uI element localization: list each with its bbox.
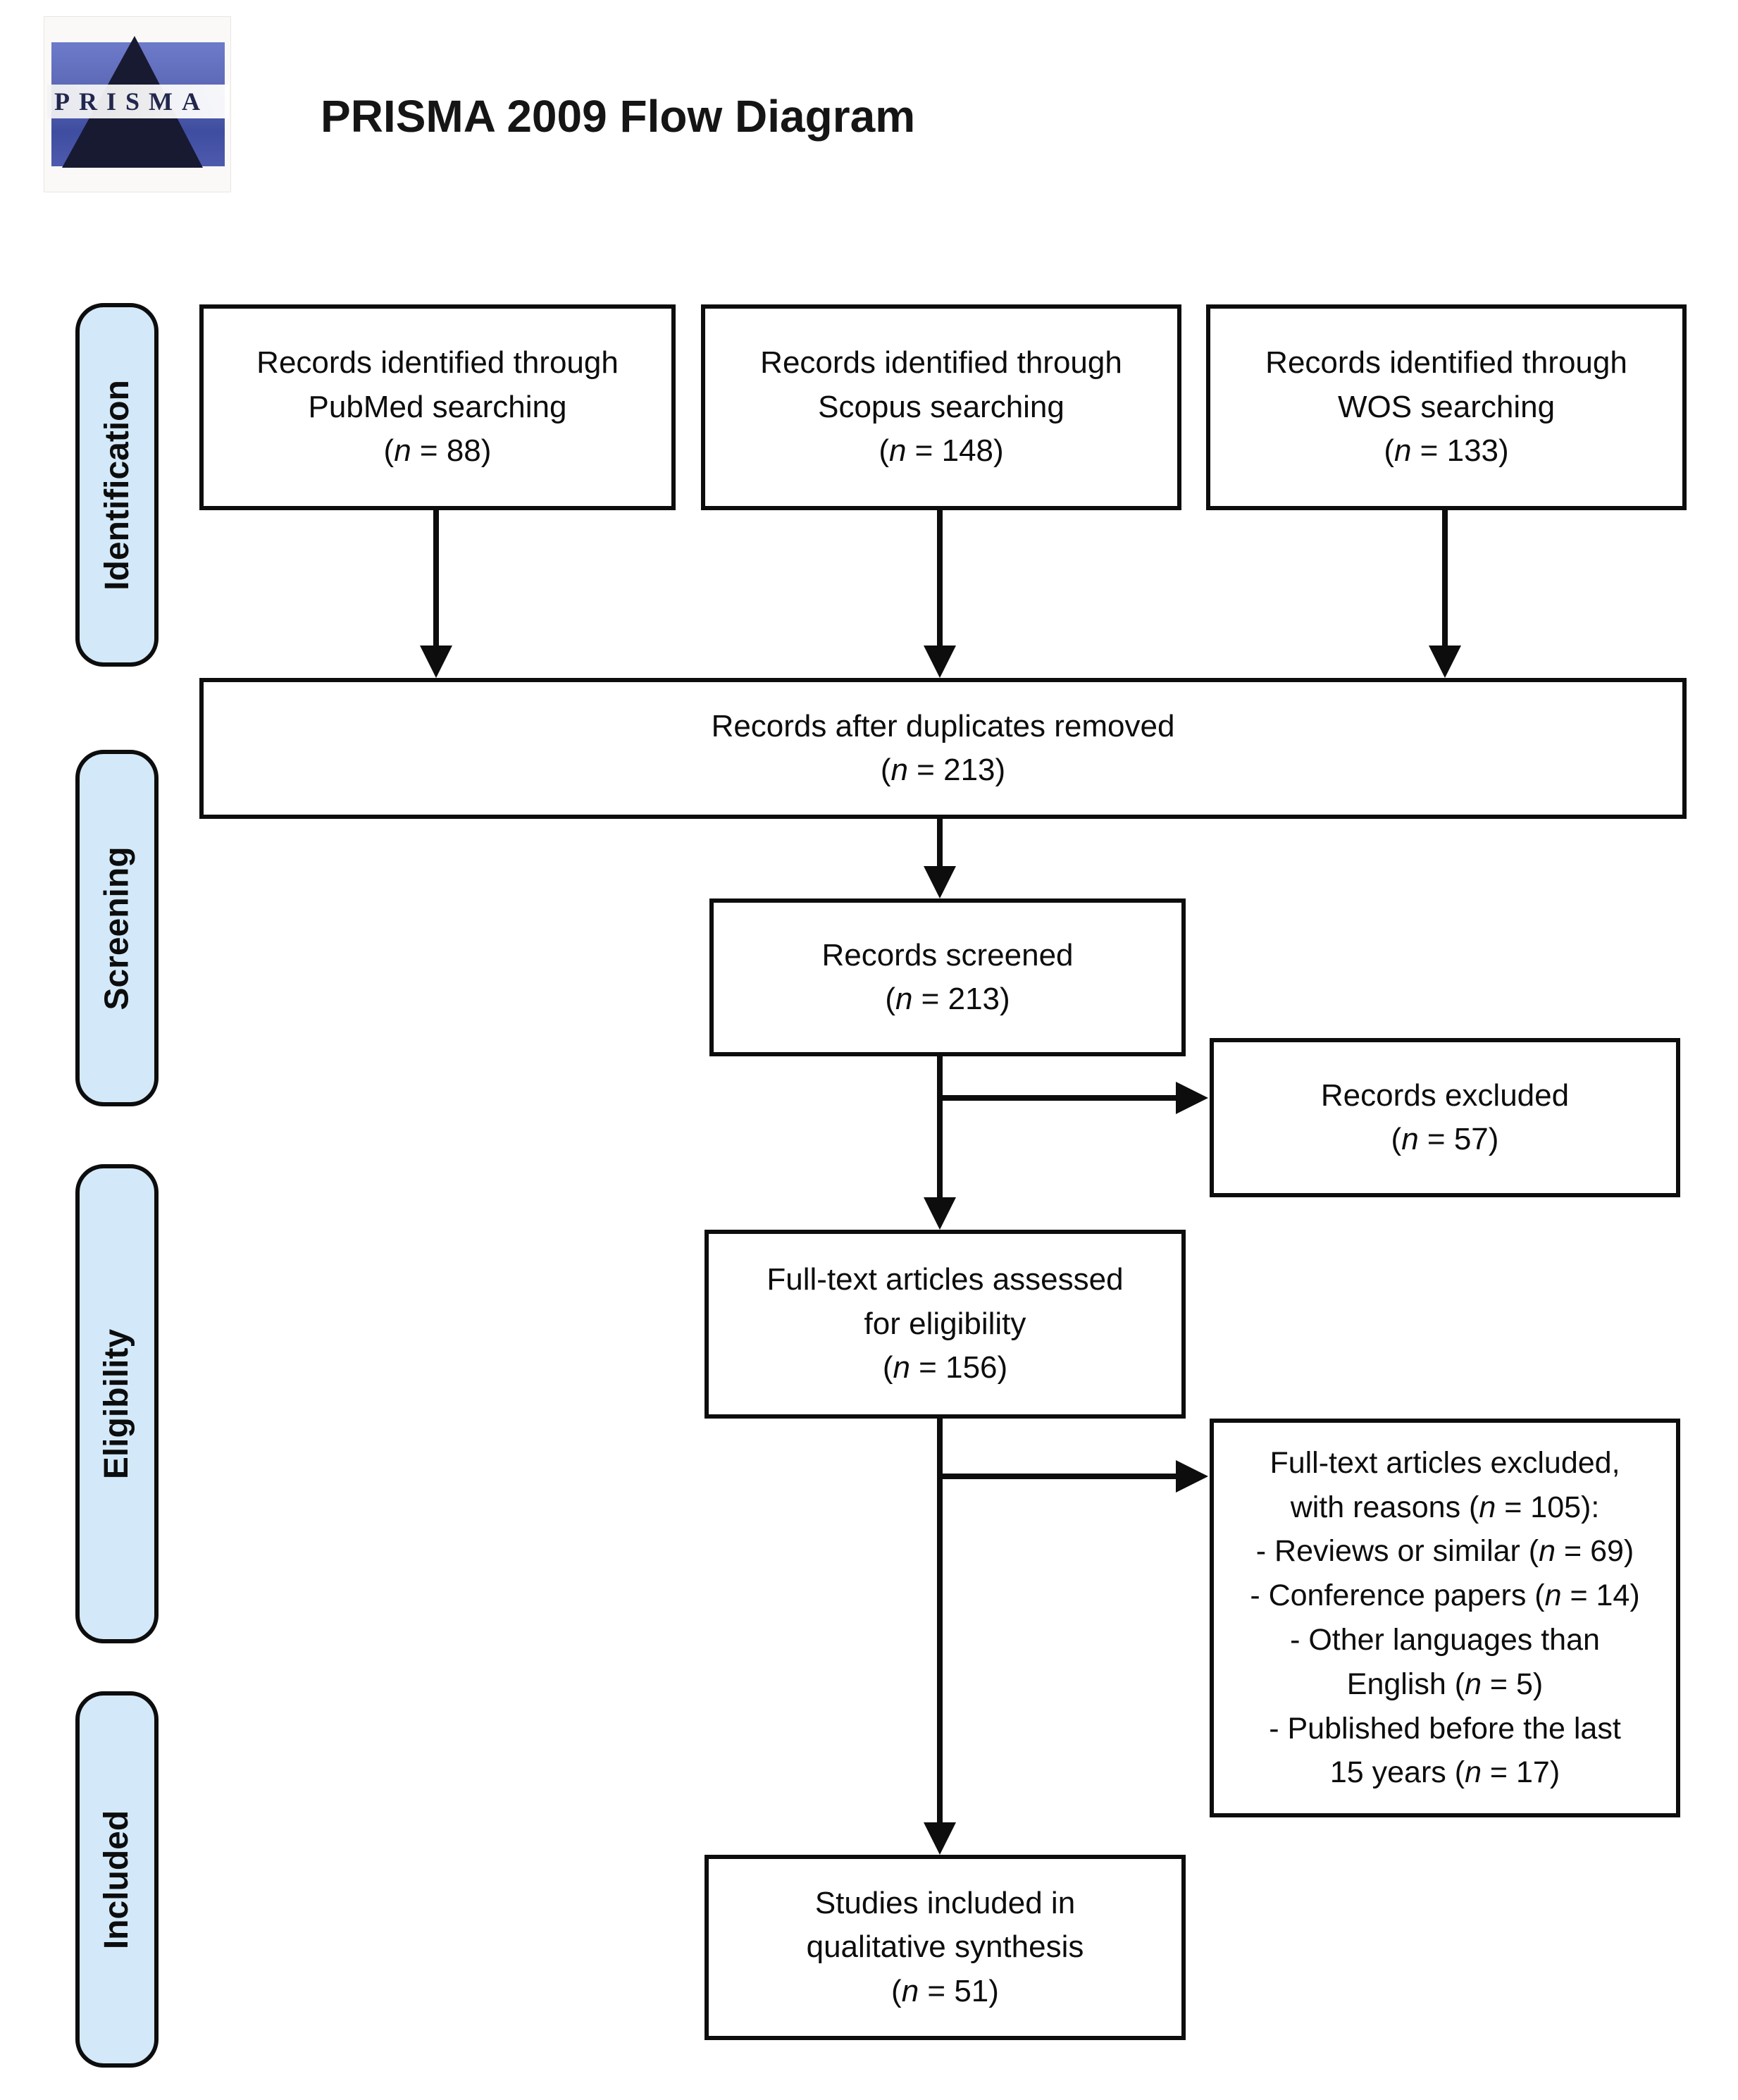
logo-text: PRISMA bbox=[54, 87, 209, 116]
box-records-excluded: Records excluded(n = 57) bbox=[1210, 1038, 1680, 1197]
arrow-fulltext-to-fulltext-excluded-line bbox=[940, 1474, 1179, 1479]
arrow-duplicates-to-screened-head bbox=[924, 866, 956, 898]
stage-eligibility-label: Eligibility bbox=[98, 1328, 136, 1479]
page-title: PRISMA 2009 Flow Diagram bbox=[321, 91, 916, 142]
arrow-fulltext-to-fulltext-excluded-head bbox=[1176, 1460, 1208, 1493]
logo-band: PRISMA bbox=[47, 85, 229, 118]
arrow-pubmed-to-duplicates-line bbox=[433, 510, 439, 648]
arrow-wos-to-duplicates-line bbox=[1442, 510, 1448, 648]
arrow-wos-to-duplicates-head bbox=[1429, 646, 1461, 678]
stage-included-label: Included bbox=[98, 1810, 136, 1949]
arrow-fulltext-to-included-line bbox=[937, 1419, 943, 1825]
arrow-scopus-to-duplicates-line bbox=[937, 510, 943, 648]
stage-screening: Screening bbox=[75, 750, 159, 1106]
prisma-logo: PRISMA bbox=[44, 16, 231, 192]
box-fulltext-excluded: Full-text articles excluded,with reasons… bbox=[1210, 1419, 1680, 1817]
arrow-pubmed-to-duplicates-head bbox=[420, 646, 452, 678]
arrow-fulltext-to-included-head bbox=[924, 1822, 956, 1855]
box-fulltext-excluded-text: Full-text articles excluded,with reasons… bbox=[1250, 1445, 1640, 1790]
stage-identification-label: Identification bbox=[98, 379, 136, 591]
arrow-scopus-to-duplicates-head bbox=[924, 646, 956, 678]
stage-screening-label: Screening bbox=[98, 846, 136, 1011]
arrow-screened-to-fulltext-line bbox=[937, 1056, 943, 1200]
arrow-screened-to-fulltext-head bbox=[924, 1197, 956, 1230]
arrow-screened-to-excluded-head bbox=[1176, 1082, 1208, 1114]
box-records-screened: Records screened(n = 213) bbox=[709, 898, 1186, 1056]
stage-included: Included bbox=[75, 1691, 159, 2068]
box-duplicates-removed-text: Records after duplicates removed(n = 213… bbox=[711, 708, 1175, 787]
box-records-excluded-text: Records excluded(n = 57) bbox=[1320, 1077, 1570, 1156]
arrow-duplicates-to-screened-line bbox=[937, 819, 943, 868]
stage-eligibility: Eligibility bbox=[75, 1164, 159, 1643]
box-duplicates-removed: Records after duplicates removed(n = 213… bbox=[199, 678, 1687, 819]
box-records-screened-text: Records screened(n = 213) bbox=[821, 937, 1074, 1016]
stage-identification: Identification bbox=[75, 303, 159, 667]
arrow-screened-to-excluded-line bbox=[940, 1095, 1179, 1101]
